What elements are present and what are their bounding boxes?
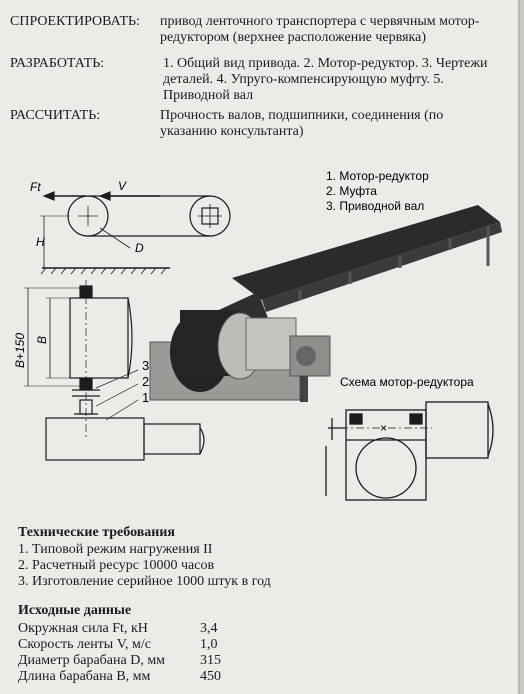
- scheme-caption: Схема мотор-редуктора: [340, 375, 474, 389]
- diameter-label: D: [135, 241, 144, 255]
- develop-label: РАЗРАБОТАТЬ:: [10, 56, 105, 71]
- speed-label: V: [118, 179, 127, 193]
- callout-1: 1: [142, 390, 149, 405]
- callout-3: 3: [142, 358, 149, 373]
- design-label: СПРОЕКТИРОВАТЬ:: [10, 14, 140, 29]
- row-value: 450: [200, 669, 221, 684]
- requirement-item: 3. Изготовление серийное 1000 штук в год: [18, 574, 271, 589]
- calc-label: РАССЧИТАТЬ:: [10, 108, 101, 123]
- conveyor-render: [149, 205, 502, 402]
- legend-item-3: 3. Приводной вал: [326, 199, 424, 213]
- design-text: привод ленточного транспортера с червячн…: [160, 14, 480, 45]
- force-label: Ft: [30, 180, 41, 194]
- width-label: B: [35, 336, 49, 344]
- table-row: Длина барабана B, мм 450: [18, 669, 248, 686]
- callout-2: 2: [142, 374, 149, 389]
- table-row: Скорость ленты V, м/с 1,0: [18, 637, 248, 654]
- scheme-cross: ×: [380, 421, 387, 435]
- row-value: 1,0: [200, 637, 218, 652]
- calc-text: Прочность валов, подшипники, соединения …: [160, 108, 444, 139]
- requirement-item: 1. Типовой режим нагружения II: [18, 542, 213, 557]
- legend-item-1: 1. Мотор-редуктор: [326, 169, 429, 183]
- row-label: Длина барабана B, мм: [18, 669, 151, 684]
- requirements-title: Технические требования: [18, 525, 175, 540]
- gearmotor-scheme: [325, 401, 494, 501]
- conveyor-scheme: [40, 191, 231, 275]
- legend-item-2: 2. Муфта: [326, 184, 377, 198]
- table-row: Диаметр барабана D, мм 315: [18, 653, 248, 670]
- row-label: Скорость ленты V, м/с: [18, 637, 151, 652]
- row-label: Окружная сила Ft, кН: [18, 621, 148, 636]
- source-data-title: Исходные данные: [18, 603, 132, 618]
- drive-drawing: Ft V D H: [13, 169, 502, 501]
- drive-plan-view: [24, 280, 205, 461]
- row-value: 3,4: [200, 621, 218, 636]
- table-row: Окружная сила Ft, кН 3,4: [18, 621, 248, 638]
- width-plus-label: B+150: [13, 333, 27, 368]
- row-value: 315: [200, 653, 221, 668]
- requirement-item: 2. Расчетный ресурс 10000 часов: [18, 558, 215, 573]
- develop-text: 1. Общий вид привода. 2. Мотор-редуктор.…: [163, 56, 488, 103]
- height-label: H: [36, 235, 45, 249]
- row-label: Диаметр барабана D, мм: [18, 653, 166, 668]
